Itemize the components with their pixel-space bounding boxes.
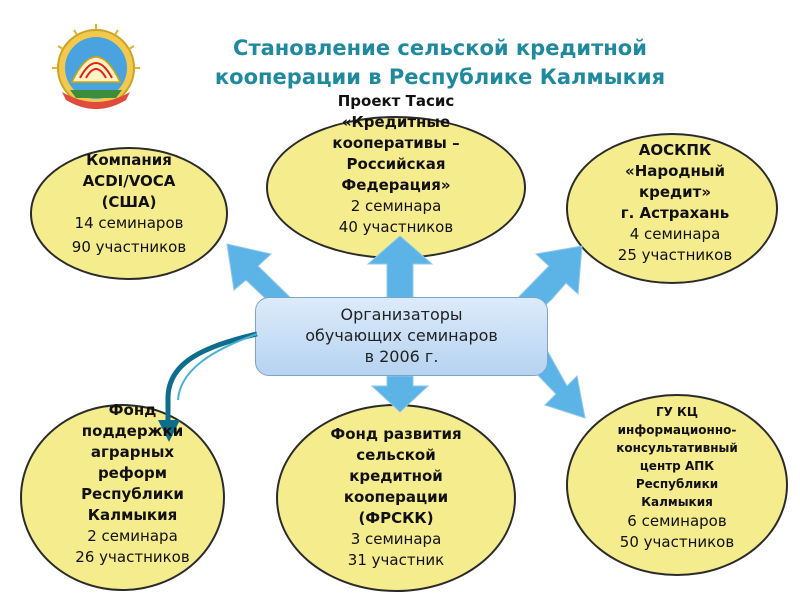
- fund-agrarian-name-2: поддержки: [81, 422, 184, 440]
- aoskpk-participants: 25 участников: [617, 246, 733, 264]
- page-title: Становление сельской кредитной коопераци…: [180, 34, 700, 92]
- gukc-name-1: ГУ КЦ: [655, 405, 699, 419]
- node-acdi-voca-text: Компания ACDI/VOCA (США) 14 семинаров 90…: [40, 150, 218, 258]
- node-aoskpk-oval: [566, 133, 778, 284]
- node-gukc-text: ГУ КЦ информационно- консультативный цен…: [576, 403, 778, 553]
- acdi-seminars: 14 семинаров: [74, 214, 184, 232]
- tacis-name-4: Российская: [346, 155, 446, 173]
- fund-agrarian-name-1: Фонд: [108, 401, 157, 419]
- title-line-2: кооперации в Республике Калмыкия: [214, 65, 666, 89]
- aoskpk-seminars: 4 семинара: [629, 225, 721, 243]
- acdi-participants: 90 участников: [71, 238, 187, 256]
- fund-agrarian-name-5: Республики: [81, 485, 184, 503]
- tacis-name-1: Проект Тасис: [337, 92, 455, 110]
- node-fund-agrarian-oval: [20, 404, 225, 591]
- node-tacis-oval: [266, 116, 526, 259]
- gukc-name-3: консультативный: [616, 441, 738, 455]
- acdi-name-3: (США): [101, 193, 157, 211]
- node-fund-agrarian-text: Фонд поддержки аграрных реформ Республик…: [30, 400, 235, 568]
- center-line-2: обучающих семинаров: [305, 326, 498, 345]
- arrow-to-frskk: [370, 375, 430, 413]
- fund-agrarian-name-4: реформ: [97, 464, 168, 482]
- aoskpk-name-4: г. Астрахань: [620, 204, 730, 222]
- aoskpk-name-2: «Народный: [625, 162, 725, 180]
- node-aoskpk-text: АОСКПК «Народный кредит» г. Астрахань 4 …: [577, 140, 773, 266]
- tacis-name-3: кооперативы –: [332, 134, 460, 152]
- center-line-1: Организаторы: [340, 305, 463, 324]
- frskk-name-3: кредитной: [349, 467, 443, 485]
- tacis-seminars: 2 семинара: [350, 197, 442, 215]
- center-line-3: в 2006 г.: [364, 347, 439, 366]
- fund-agrarian-name-6: Калмыкия: [87, 506, 178, 524]
- gukc-participants: 50 участников: [619, 533, 735, 551]
- frskk-name-4: кооперации: [343, 488, 449, 506]
- title-line-1: Становление сельской кредитной: [233, 36, 647, 60]
- frskk-name-1: Фонд развития: [330, 425, 462, 443]
- frskk-name-5: (ФРСКК): [358, 509, 434, 527]
- aoskpk-name-3: кредит»: [638, 183, 712, 201]
- fund-agrarian-participants: 26 участников: [75, 548, 190, 566]
- aoskpk-name-1: АОСКПК: [638, 141, 712, 159]
- frskk-name-2: сельской: [356, 446, 436, 464]
- node-frskk-text: Фонд развития сельской кредитной коопера…: [296, 424, 496, 571]
- acdi-name-2: ACDI/VOCA: [82, 172, 176, 190]
- gukc-name-4: центр АПК: [639, 459, 715, 473]
- node-tacis-text: Проект Тасис «Кредитные кооперативы – Ро…: [296, 91, 496, 238]
- fund-agrarian-seminars: 2 семинара: [87, 527, 178, 545]
- tacis-name-5: Федерация»: [341, 176, 451, 194]
- gukc-name-2: информационно-: [617, 423, 737, 437]
- fund-agrarian-name-3: аграрных: [90, 443, 175, 461]
- gukc-name-5: Республики: [635, 477, 719, 491]
- arrow-to-tacis: [366, 235, 434, 301]
- node-acdi-voca-oval: [30, 147, 228, 280]
- tacis-participants: 40 участников: [338, 218, 454, 236]
- acdi-name-1: Компания: [86, 151, 172, 169]
- frskk-seminars: 3 семинара: [350, 530, 442, 548]
- frskk-participants: 31 участник: [347, 551, 445, 569]
- tacis-name-2: «Кредитные: [341, 113, 451, 131]
- gukc-seminars: 6 семинаров: [627, 512, 727, 530]
- gukc-name-6: Калмыкия: [641, 495, 713, 509]
- node-gukc-oval: [566, 394, 788, 576]
- organizers-center-box: Организаторы обучающих семинаров в 2006 …: [255, 297, 548, 376]
